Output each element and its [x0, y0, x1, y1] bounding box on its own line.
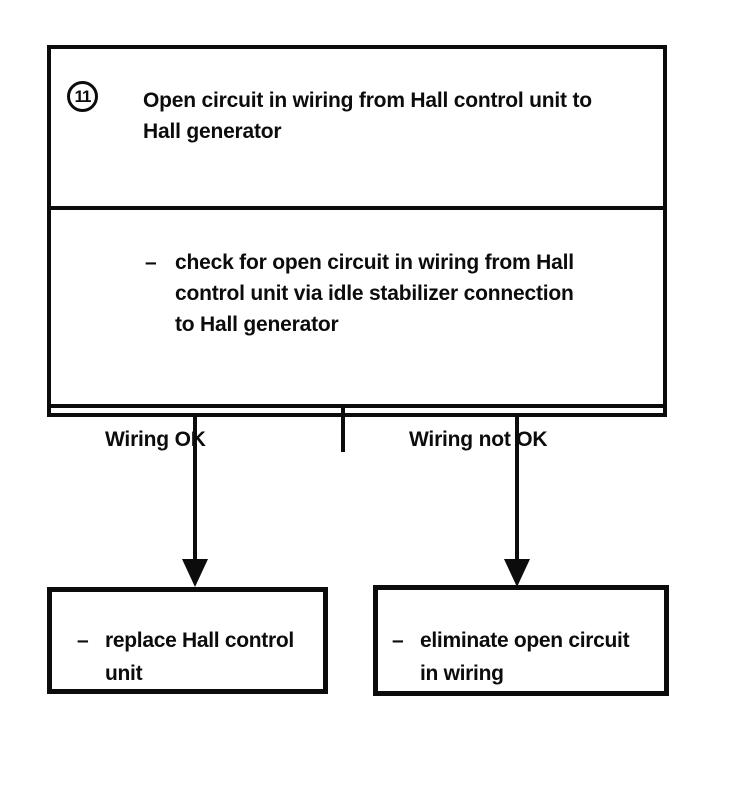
flow-arrow-right-shaft [515, 417, 519, 559]
flow-arrow-right-head-icon [504, 559, 530, 587]
step-title: Open circuit in wiring from Hall control… [143, 89, 592, 143]
outcome-row: Wiring OK Wiring not OK [51, 408, 663, 452]
check-instruction: – check for open circuit in wiring from … [51, 210, 663, 408]
diagnostic-step-box: 11 Open circuit in wiring from Hall cont… [47, 45, 667, 452]
flow-arrow-left-head-icon [182, 559, 208, 587]
action-text-eliminate-open-circuit: eliminate open circuit in wiring [420, 629, 630, 685]
bullet-dash: – [77, 629, 89, 652]
flow-arrow-left-shaft [193, 417, 197, 559]
outcome-cell-wiring-ok: Wiring OK [51, 408, 345, 452]
action-box-eliminate-open-circuit: – eliminate open circuit in wiring [373, 585, 669, 696]
outcome-label-wiring-not-ok: Wiring not OK [409, 428, 548, 451]
check-instruction-text: check for open circuit in wiring from Ha… [175, 251, 574, 336]
step-number-badge: 11 [67, 81, 98, 112]
action-box-replace-unit: – replace Hall control unit [47, 587, 328, 694]
outcome-cell-wiring-not-ok: Wiring not OK [345, 408, 663, 452]
step-header: 11 Open circuit in wiring from Hall cont… [51, 49, 663, 210]
bullet-dash: – [392, 629, 404, 652]
bullet-dash: – [145, 251, 157, 274]
action-text-replace-unit: replace Hall control unit [105, 629, 294, 685]
outcome-label-wiring-ok: Wiring OK [105, 428, 206, 451]
